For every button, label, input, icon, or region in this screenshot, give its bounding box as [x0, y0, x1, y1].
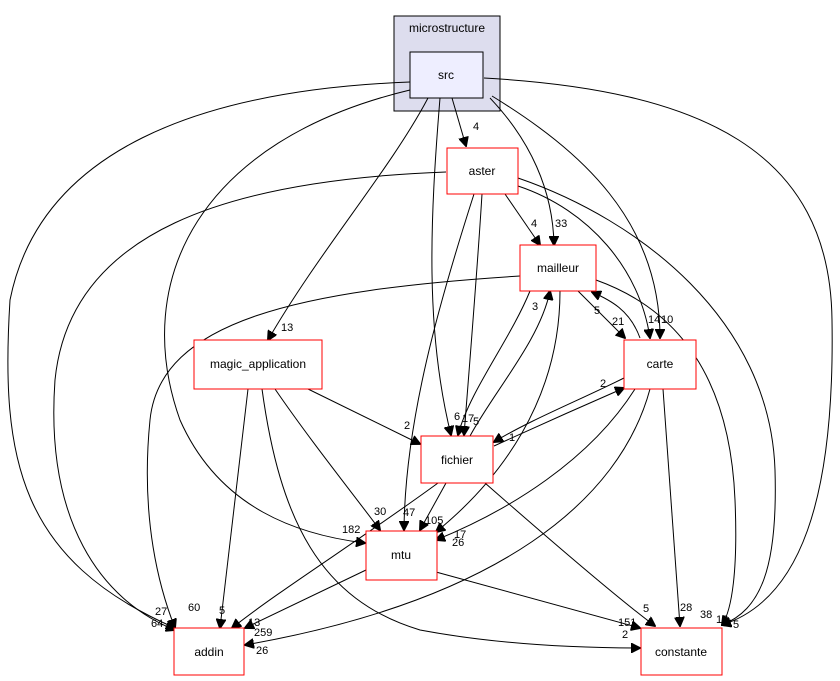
node-src[interactable]: src: [409, 51, 484, 99]
edge-label-src-constante: 5: [733, 619, 739, 631]
edge-label-mtu-addin: 259: [254, 627, 272, 639]
node-label-mailleur: mailleur: [537, 261, 579, 275]
edge-aster-mtu: [404, 193, 475, 530]
edge-label-mailleur-fichier-b: 5: [473, 416, 479, 428]
node-label-magic-application: magic_application: [210, 357, 306, 371]
edges: [7, 77, 833, 648]
edge-label-magic-constante: 2: [622, 629, 628, 641]
node-magic-application[interactable]: magic_application: [193, 339, 323, 390]
edge-label-mailleur-constante: 38: [700, 609, 712, 621]
nodes: src aster mailleur magic_application car…: [173, 51, 723, 676]
edge-label-magic-fichier: 2: [404, 420, 410, 432]
edge-carte-constante: [662, 388, 680, 626]
node-aster[interactable]: aster: [446, 147, 519, 195]
edge-magic-constante: [261, 388, 640, 648]
edge-mailleur-carte: [577, 290, 625, 338]
edge-label-src-carte: 14: [648, 314, 660, 326]
edge-label-mailleur-fichier: 3: [532, 301, 538, 313]
edge-label-aster-carte: 21: [612, 316, 624, 328]
edge-label-src-aster: 4: [473, 121, 479, 133]
node-label-constante: constante: [655, 645, 707, 659]
edge-magic-addin: [220, 388, 249, 628]
edge-fichier-mtu: [420, 482, 447, 530]
node-mtu[interactable]: mtu: [365, 530, 438, 581]
node-constante[interactable]: constante: [640, 627, 723, 676]
edge-label-fichier-mtu: 105: [425, 515, 443, 527]
edge-src-magic: [268, 97, 429, 340]
edge-label-mtu-constante: 151: [618, 617, 636, 629]
node-addin[interactable]: addin: [173, 627, 245, 676]
edge-aster-constante: [517, 177, 776, 625]
edge-carte-addin: [245, 388, 651, 645]
edge-label-src-fichier: 6: [454, 411, 460, 423]
cluster-label: microstructure: [409, 21, 485, 35]
edge-carte-mtu: [436, 388, 636, 540]
edge-label-aster-addin: 64: [151, 618, 163, 630]
edge-magic-fichier: [307, 388, 420, 444]
edge-fichier-mailleur: [469, 291, 550, 437]
node-label-aster: aster: [469, 164, 496, 178]
node-carte[interactable]: carte: [623, 339, 697, 390]
edge-aster-fichier: [464, 193, 483, 435]
node-label-src: src: [438, 68, 454, 82]
node-label-carte: carte: [647, 357, 674, 371]
node-label-fichier: fichier: [441, 453, 473, 467]
edge-label-carte-constante: 28: [680, 602, 692, 614]
edge-src-fichier: [431, 97, 451, 435]
edge-aster-addin: [53, 171, 447, 630]
edge-fichier-addin: [232, 482, 439, 628]
edge-label-mailleur-mtu: 17: [454, 529, 466, 541]
edge-src-aster: [451, 97, 466, 146]
edge-label-carte-addin: 26: [256, 645, 268, 657]
edge-carte-fichier: [494, 377, 625, 442]
edge-magic-mtu: [274, 388, 380, 530]
edge-src-constante: [483, 77, 833, 625]
edge-label-src-magic: 13: [281, 322, 293, 334]
edge-src-addin: [7, 81, 411, 628]
node-label-addin: addin: [194, 645, 223, 659]
node-mailleur[interactable]: mailleur: [519, 244, 597, 292]
edge-label-carte-fichier: 2: [600, 378, 606, 390]
edge-label-aster-constante: 18: [716, 614, 728, 626]
edge-mailleur-constante: [595, 279, 737, 625]
edge-label-fichier-addin: 13: [248, 617, 260, 629]
edge-label-mailleur-addin: 60: [188, 602, 200, 614]
edge-label-aster-mtu: 47: [403, 507, 415, 519]
edge-fichier-carte: [493, 388, 624, 447]
edge-label-src-mailleur: 33: [555, 218, 567, 230]
edge-label-src-carte-b: 10: [661, 314, 673, 326]
edge-label-magic-addin: 5: [219, 605, 225, 617]
edge-label-magic-mtu: 30: [374, 506, 386, 518]
edge-mailleur-addin: [146, 275, 521, 628]
edge-carte-mailleur: [592, 292, 641, 339]
edge-aster-carte: [517, 185, 650, 338]
edge-label-carte-mtu: 26: [452, 537, 464, 549]
edge-label-fichier-carte: 1: [509, 432, 515, 444]
edge-src-mailleur: [489, 97, 554, 245]
edge-labels: 4 33 13 14 10 6 182 27 5 4 17 47 21 18 6…: [151, 121, 739, 657]
edge-fichier-constante: [484, 482, 655, 626]
edge-label-mailleur-carte: 5: [594, 305, 600, 317]
edge-src-mtu: [164, 89, 411, 543]
edge-label-src-addin: 27: [155, 606, 167, 618]
edge-label-fichier-constante: 5: [643, 603, 649, 615]
edge-src-carte: [491, 95, 660, 338]
edge-aster-mailleur: [504, 193, 540, 245]
edge-label-src-mtu: 182: [342, 524, 360, 536]
edge-label-aster-mailleur: 4: [531, 218, 537, 230]
edge-label-aster-fichier: 17: [462, 413, 474, 425]
edge-mtu-constante: [435, 571, 640, 628]
edge-mailleur-fichier: [458, 290, 531, 435]
edge-mtu-addin: [245, 569, 367, 628]
node-label-mtu: mtu: [391, 548, 411, 562]
node-fichier[interactable]: fichier: [420, 435, 494, 484]
